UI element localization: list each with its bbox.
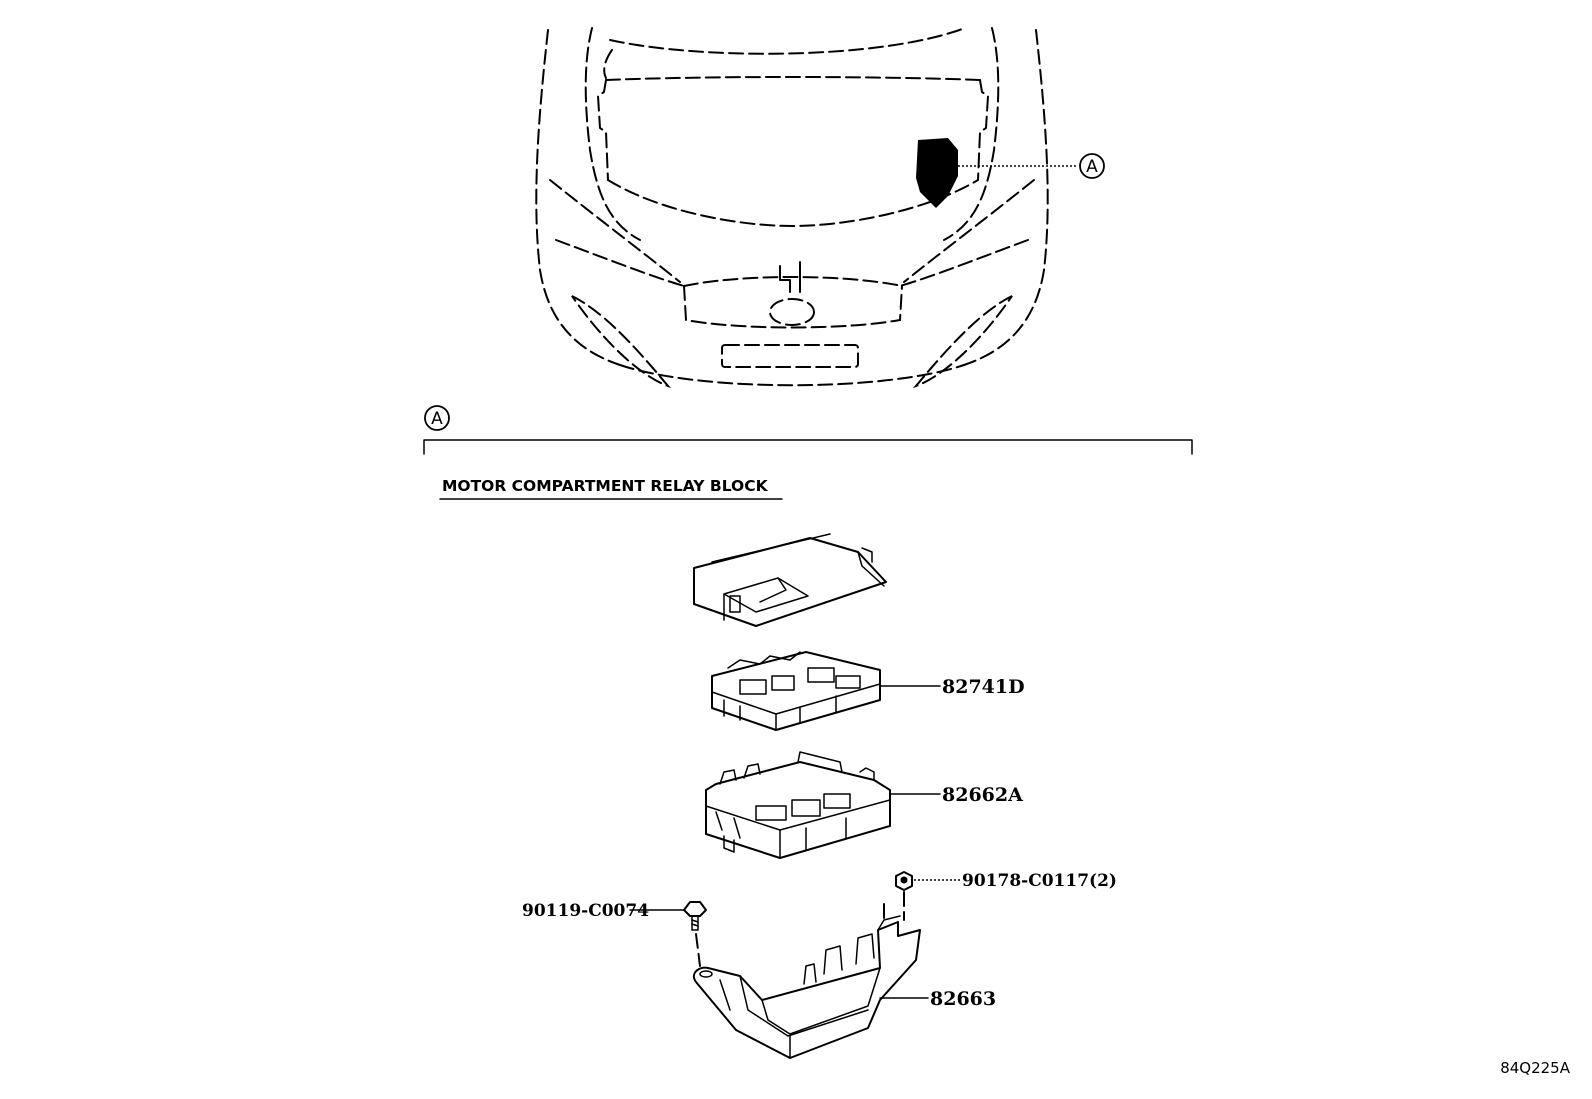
- lower-case-leader: 82663: [879, 988, 996, 1010]
- relay-block-lid: [693, 533, 887, 627]
- view-callout: A: [958, 153, 1105, 179]
- relay-block-cover: [711, 651, 881, 731]
- lower-case-part-number: 82663: [930, 988, 996, 1010]
- view-callout-letter: A: [1086, 157, 1098, 177]
- vehicle-front-outline: [535, 27, 1049, 389]
- flange-nut: 90178-C0117(2): [883, 871, 1117, 923]
- cover-part-number: 82741D: [942, 676, 1025, 698]
- bolt-part-number: 90119-C0074: [522, 901, 649, 921]
- relay-block-upper-case: [705, 751, 891, 859]
- figure-code: 84Q225A: [1500, 1059, 1571, 1077]
- section-callout-letter: A: [431, 409, 443, 429]
- bolt: 90119-C0074: [522, 901, 707, 967]
- upper-case-leader: 82662A: [889, 784, 1023, 806]
- relay-block-lower-case: [692, 915, 921, 1059]
- upper-case-part-number: 82662A: [942, 784, 1023, 806]
- section-title: MOTOR COMPARTMENT RELAY BLOCK: [442, 477, 769, 495]
- section-header: A MOTOR COMPARTMENT RELAY BLOCK: [423, 405, 1193, 500]
- cover-leader: 82741D: [879, 676, 1025, 698]
- nut-part-number: 90178-C0117(2): [962, 871, 1117, 891]
